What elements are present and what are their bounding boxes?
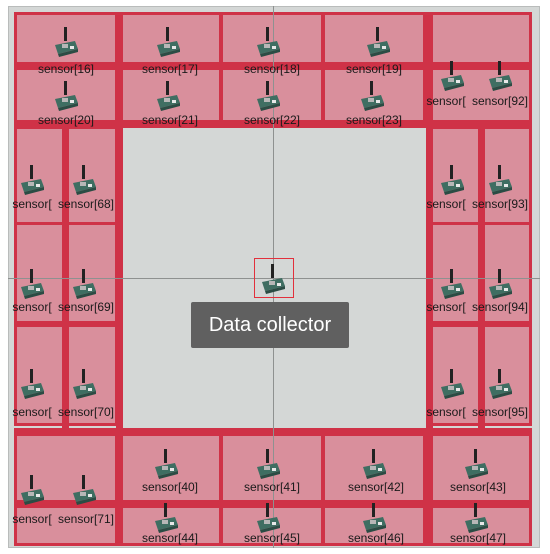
sensor-label: sensor[46] (347, 531, 405, 545)
sensor-node-icon[interactable] (487, 269, 513, 299)
sensor-node-icon[interactable] (155, 81, 181, 111)
sensor-node-icon[interactable] (487, 165, 513, 195)
data-collector-tooltip: Data collector (191, 302, 349, 348)
sensor-label: sensor[68] (57, 197, 115, 211)
sensor-node-icon[interactable] (487, 369, 513, 399)
sensor-label: sensor[44] (141, 531, 199, 545)
sensor-label: sensor[18] (243, 62, 301, 76)
sensor-label: sensor[42] (347, 480, 405, 494)
sensor-node-icon[interactable] (71, 475, 97, 505)
sensor-label: sensor[16] (37, 62, 95, 76)
sensor-node-icon[interactable] (439, 165, 465, 195)
sensor-node-icon[interactable] (53, 81, 79, 111)
sensor-label: sensor[95] (471, 405, 529, 419)
sensor-node-icon[interactable] (255, 81, 281, 111)
horizontal-crosshair (8, 278, 540, 279)
sensor-label: sensor[94] (471, 300, 529, 314)
sensor-node-icon[interactable] (255, 27, 281, 57)
sensor-node-icon[interactable] (155, 27, 181, 57)
sensor-node-icon[interactable] (361, 503, 387, 533)
sensor-label: sensor[ (12, 197, 52, 211)
data-collector-selection-box[interactable] (254, 258, 294, 298)
sensor-node-icon[interactable] (71, 269, 97, 299)
sensor-label: sensor[ (426, 197, 466, 211)
sensor-label: sensor[17] (141, 62, 199, 76)
sensor-label: sensor[23] (345, 113, 403, 127)
sensor-node-icon[interactable] (487, 61, 513, 91)
sensor-label: sensor[20] (37, 113, 95, 127)
sensor-label: sensor[21] (141, 113, 199, 127)
sensor-label: sensor[19] (345, 62, 403, 76)
sensor-node-icon[interactable] (19, 269, 45, 299)
sensor-label: sensor[40] (141, 480, 199, 494)
sensor-node-icon[interactable] (19, 165, 45, 195)
sensor-node-icon[interactable] (359, 81, 385, 111)
sensor-label: sensor[41] (243, 480, 301, 494)
sensor-node-icon[interactable] (439, 61, 465, 91)
sensor-label: sensor[71] (57, 512, 115, 526)
zone-border-inner-right (426, 12, 433, 546)
sensor-label: sensor[ (426, 94, 466, 108)
sensor-label: sensor[92] (471, 94, 529, 108)
sensor-label: sensor[ (12, 512, 52, 526)
sensor-node-icon[interactable] (19, 475, 45, 505)
sensor-label: sensor[70] (57, 405, 115, 419)
sensor-label: sensor[ (426, 405, 466, 419)
sensor-label: sensor[69] (57, 300, 115, 314)
sensor-label: sensor[22] (243, 113, 301, 127)
sensor-label: sensor[93] (471, 197, 529, 211)
sensor-node-icon[interactable] (439, 369, 465, 399)
sensor-node-icon[interactable] (71, 165, 97, 195)
sensor-node-icon[interactable] (19, 369, 45, 399)
sensor-node-icon[interactable] (255, 449, 281, 479)
sensor-label: sensor[47] (449, 531, 507, 545)
sensor-node-icon[interactable] (365, 27, 391, 57)
sensor-node-icon[interactable] (463, 449, 489, 479)
sensor-node-icon[interactable] (53, 27, 79, 57)
sensor-node-icon[interactable] (463, 503, 489, 533)
sensor-node-icon[interactable] (153, 503, 179, 533)
sensor-label: sensor[43] (449, 480, 507, 494)
sensor-node-icon[interactable] (255, 503, 281, 533)
zone-border-inner-left (116, 12, 123, 546)
sensor-label: sensor[ (12, 300, 52, 314)
sensor-node-icon[interactable] (361, 449, 387, 479)
sensor-node-icon[interactable] (71, 369, 97, 399)
sensor-label: sensor[ (426, 300, 466, 314)
sensor-label: sensor[ (12, 405, 52, 419)
sensor-label: sensor[45] (243, 531, 301, 545)
sensor-node-icon[interactable] (439, 269, 465, 299)
sensor-node-icon[interactable] (153, 449, 179, 479)
